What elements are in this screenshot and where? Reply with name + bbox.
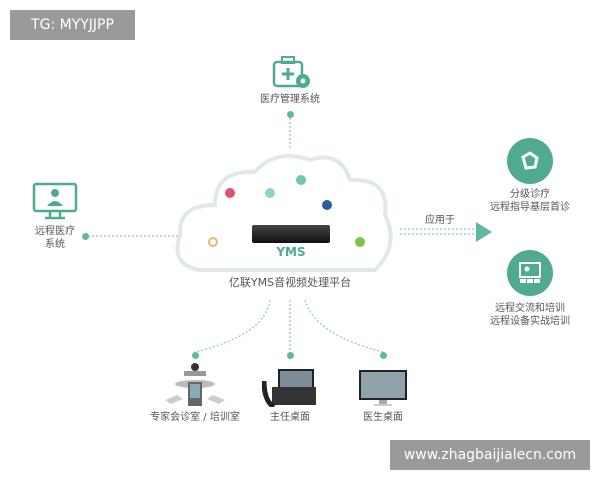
- service-icon: [355, 237, 365, 247]
- right-node-2-line1: 远程交流和培训: [495, 303, 565, 314]
- desktop-monitor-icon: [359, 370, 407, 406]
- arrow-label: 应用于: [425, 215, 455, 226]
- watermark-top: TG: MYYJJPP: [10, 10, 135, 40]
- video-phone-icon: [262, 369, 316, 407]
- service-icon: [265, 188, 275, 198]
- platform-label: 亿联YMS音视频处理平台: [228, 276, 352, 289]
- arrow-head: [476, 222, 492, 242]
- right-node-2-line2: 远程设备实战培训: [490, 316, 570, 327]
- conference-system-icon: [165, 363, 225, 406]
- connector-dot: [287, 111, 294, 118]
- connector-dot: [82, 233, 89, 240]
- connector-dot: [192, 352, 199, 359]
- server-label: YMS: [276, 245, 306, 259]
- connector-dot: [287, 352, 294, 359]
- yms-server-image: [252, 225, 330, 243]
- service-icon: [322, 200, 332, 210]
- bottom-node-label-2: 主任桌面: [270, 412, 310, 423]
- connector-dot: [380, 352, 387, 359]
- network-cycle-icon: [507, 138, 553, 184]
- service-icon: [296, 175, 306, 185]
- right-node-1-line2: 远程指导基层首诊: [490, 202, 570, 213]
- left-node-label-1: 远程医疗: [35, 226, 75, 237]
- service-icon: [225, 188, 235, 198]
- watermark-bottom: www.zhagbaijialecn.com: [390, 440, 590, 470]
- bottom-node-label-3: 医生桌面: [363, 412, 403, 423]
- classroom-icon: [507, 250, 553, 296]
- right-node-1-line1: 分级诊疗: [510, 189, 550, 200]
- cloud-shape: [175, 154, 393, 272]
- top-node-label: 医疗管理系统: [260, 94, 320, 105]
- medical-kit-gear-icon: [272, 56, 310, 88]
- left-node-label-2: 系统: [45, 239, 65, 250]
- service-icon: [208, 237, 218, 247]
- monitor-doctor-icon: [32, 182, 78, 220]
- bottom-node-label-1: 专家会诊室 / 培训室: [150, 412, 240, 423]
